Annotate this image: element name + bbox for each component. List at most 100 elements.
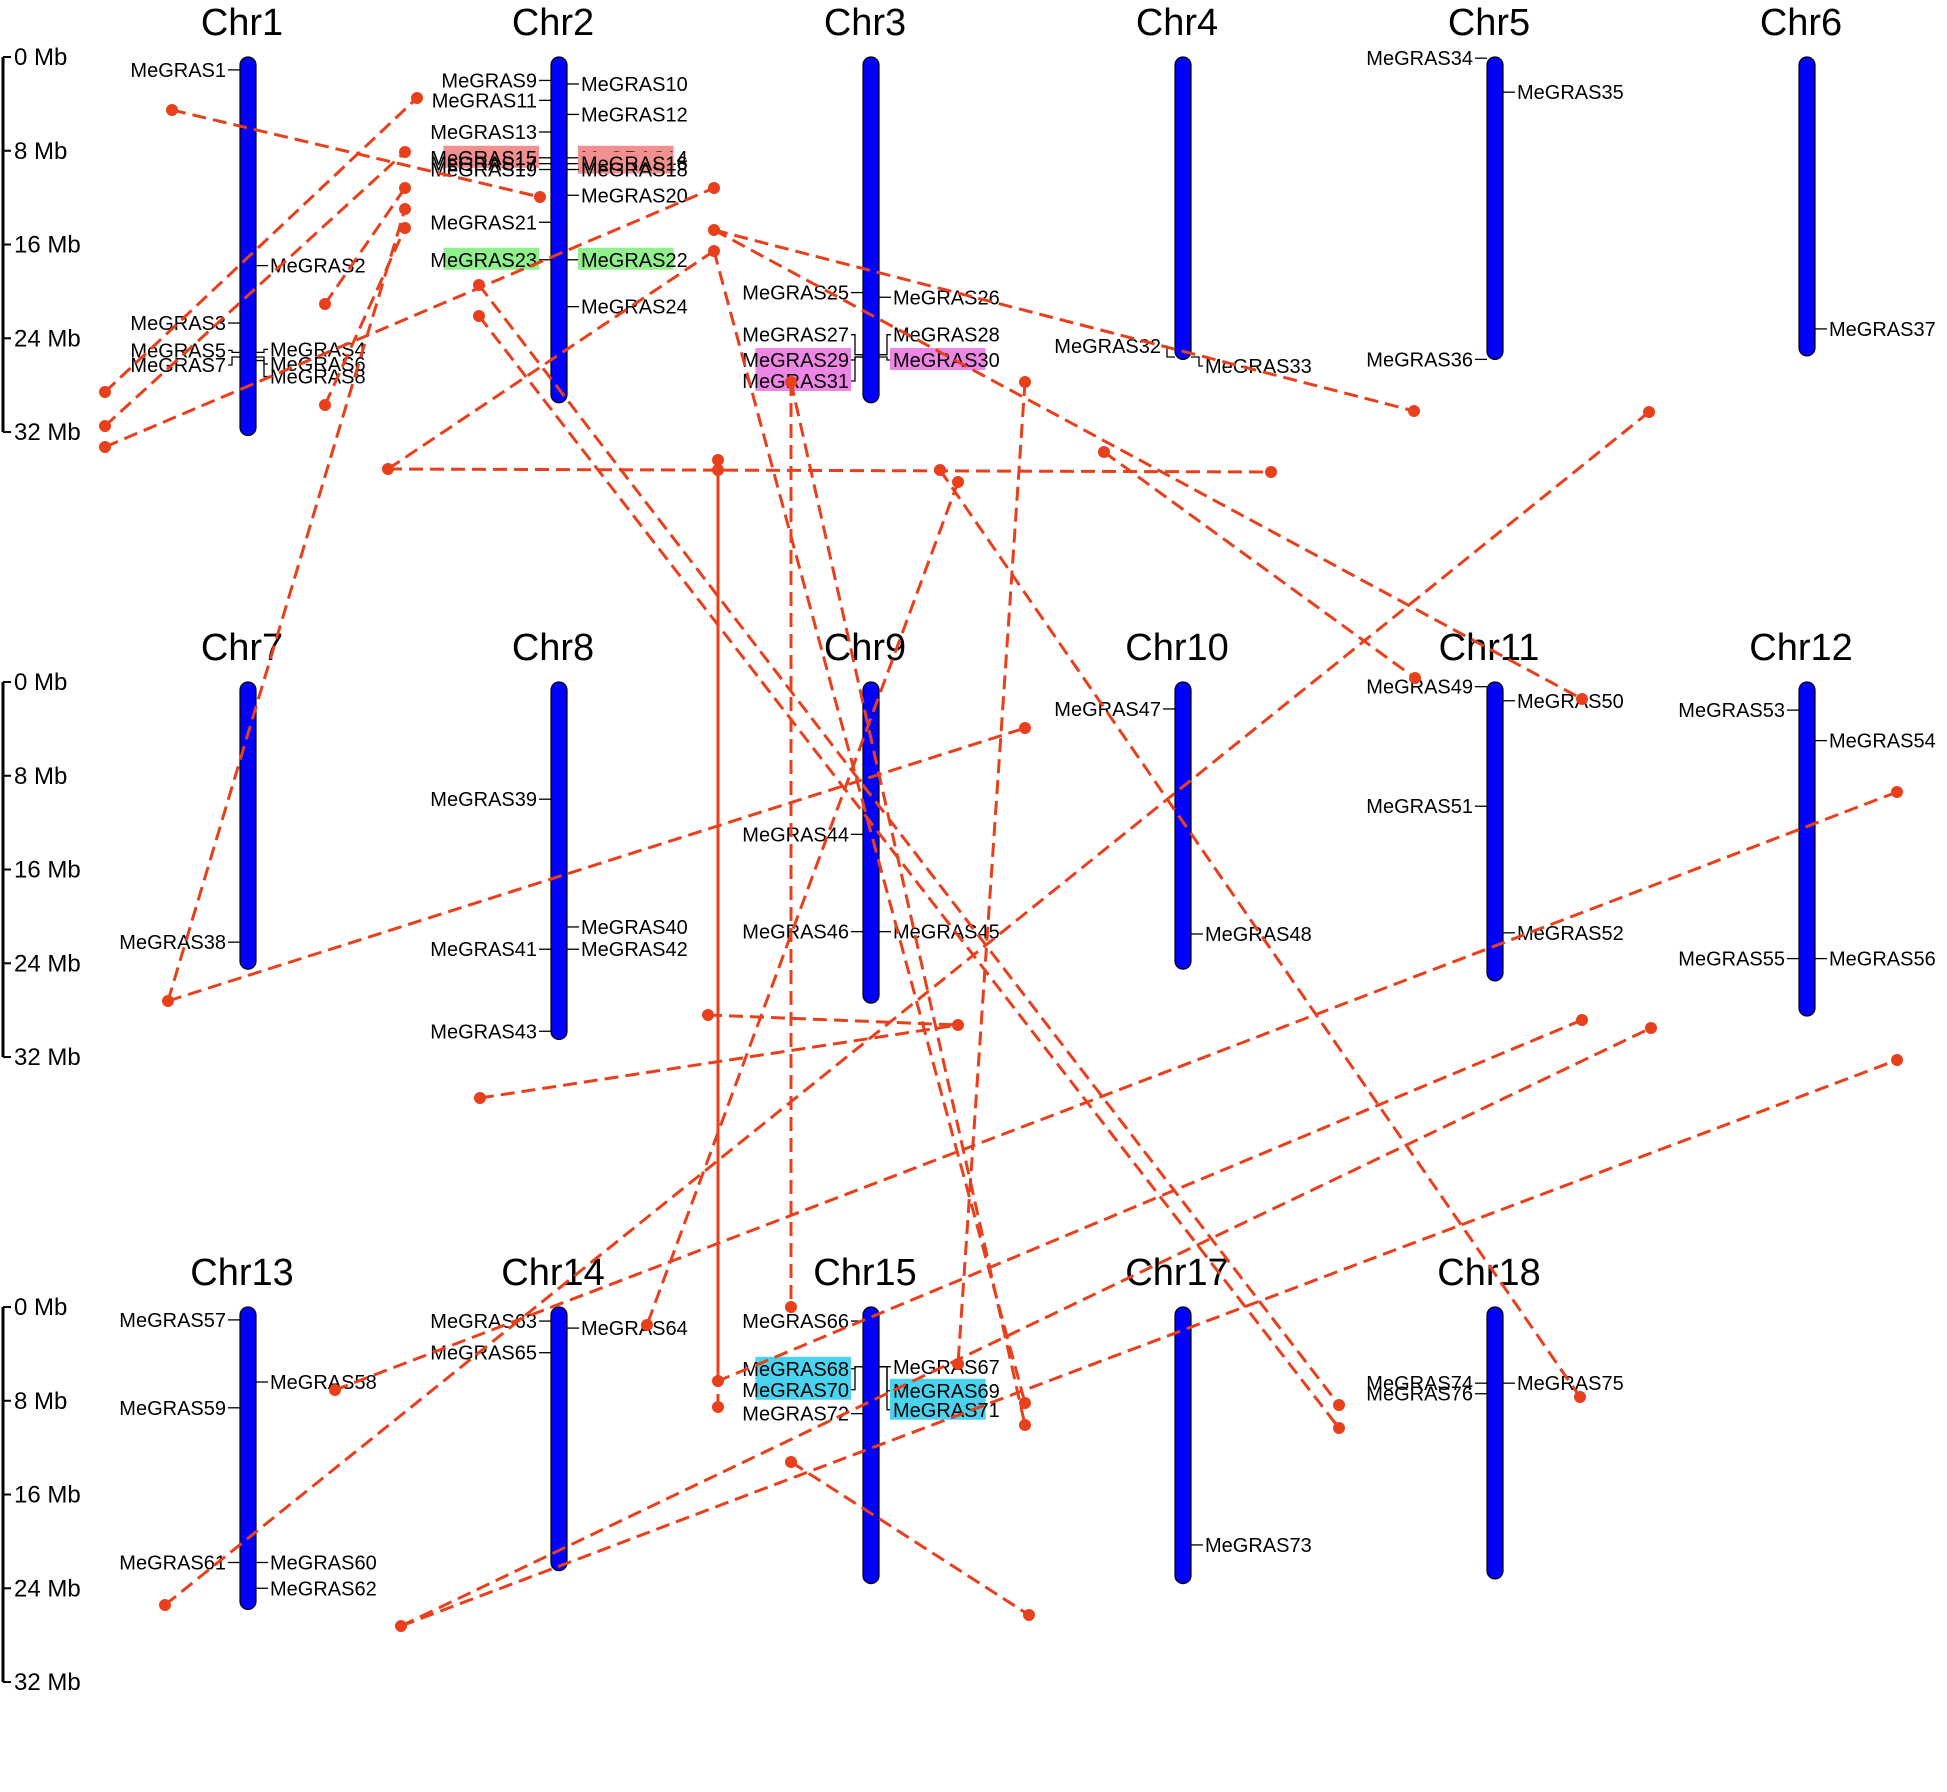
gene-megras2: MeGRAS2 (256, 256, 366, 278)
duplication-link-megras72-megras73 (790, 1460, 1030, 1617)
duplication-dot-megras1 (166, 104, 178, 116)
gene-label: MeGRAS32 (1054, 336, 1161, 358)
duplication-link-megras18-megras50 (713, 228, 1583, 701)
duplication-dot-megras54 (1891, 786, 1903, 798)
duplication-link-megras21-megras74 (477, 284, 1341, 1406)
gene-highlight (578, 247, 674, 270)
chromosome-bar-chr18 (1486, 1306, 1504, 1580)
chromosome-bar-chr1 (239, 56, 257, 437)
gene-label: MeGRAS17 (430, 154, 537, 176)
gene-megras10: MeGRAS10 (567, 74, 688, 96)
gene-label: MeGRAS63 (430, 1311, 537, 1333)
gene-label: MeGRAS40 (581, 917, 688, 939)
gene-label: MeGRAS13 (430, 122, 537, 144)
duplication-dot-megras28 (934, 464, 946, 476)
duplication-dot-megras76 (1333, 1422, 1345, 1434)
gene-label: MeGRAS1 (130, 60, 226, 82)
gene-megras69: MeGRAS69 (879, 1366, 1000, 1403)
gene-megras64: MeGRAS64 (567, 1318, 688, 1340)
chromosome-title: Chr9 (824, 627, 906, 669)
duplication-dot-megras42 (702, 1009, 714, 1021)
gene-megras25: MeGRAS25 (742, 283, 863, 305)
gene-megras33: MeGRAS33 (1191, 356, 1312, 378)
gene-label: MeGRAS29 (742, 350, 849, 372)
gene-megras75: MeGRAS75 (1503, 1373, 1624, 1395)
chromosome-title: Chr17 (1125, 1252, 1229, 1294)
gene-megras65: MeGRAS65 (430, 1343, 551, 1365)
gene-megras11: MeGRAS11 (432, 90, 551, 112)
gene-tick (256, 348, 268, 353)
gene-tick (228, 356, 240, 366)
scale-label: 16 Mb (14, 232, 81, 259)
gene-label: MeGRAS64 (581, 1318, 688, 1340)
gene-label: MeGRAS44 (742, 824, 849, 846)
gene-megras61: MeGRAS61 (119, 1552, 240, 1574)
gene-tick (228, 349, 240, 353)
chromosome-title: Chr15 (813, 1252, 917, 1294)
chromosome-bar-chr14 (550, 1306, 568, 1572)
duplication-dot-megras66 (785, 1301, 797, 1313)
gene-label: MeGRAS42 (581, 939, 688, 961)
duplication-dot-megras17 (399, 203, 411, 215)
gene-label: MeGRAS71 (893, 1400, 1000, 1422)
duplication-dot-megras43 (474, 1092, 486, 1104)
gene-label: MeGRAS68 (742, 1359, 849, 1381)
gene-megras7: MeGRAS7 (130, 355, 240, 377)
gene-label: MeGRAS12 (581, 104, 688, 126)
gene-megras37: MeGRAS37 (1815, 319, 1936, 341)
chromosome-title: Chr1 (201, 2, 283, 44)
duplication-link-megras2-megras15 (323, 187, 407, 305)
gene-megras8: MeGRAS8 (256, 359, 366, 389)
duplication-link-megras26-megras67 (956, 381, 1027, 1365)
gene-megras36: MeGRAS36 (1366, 349, 1487, 371)
duplication-link-megras20-megras69 (712, 250, 1027, 1404)
chromosome-title: Chr18 (1437, 1252, 1541, 1294)
gene-tick (879, 1366, 891, 1411)
chromosome-bar-chr11 (1486, 681, 1504, 982)
gene-label: MeGRAS22 (581, 250, 688, 272)
gene-megras24: MeGRAS24 (567, 297, 688, 319)
gene-label: MeGRAS24 (581, 297, 688, 319)
gene-megras53: MeGRAS53 (1678, 700, 1799, 722)
gene-megras51: MeGRAS51 (1366, 796, 1487, 818)
duplication-dot-megras4 (319, 399, 331, 411)
duplication-dot-megras45 (952, 1019, 964, 1031)
gene-label: MeGRAS69 (893, 1381, 1000, 1403)
chromosome-bar-chr12 (1798, 681, 1816, 1017)
gene-tick (256, 359, 268, 378)
duplication-dot-megras38 (162, 995, 174, 1007)
chromosome-title: Chr12 (1749, 627, 1853, 669)
duplication-dot-megras52 (1576, 1014, 1588, 1026)
gene-tick (851, 334, 863, 356)
gene-megras43: MeGRAS43 (430, 1021, 551, 1043)
chromosome-title: Chr4 (1136, 2, 1218, 44)
gene-label: MeGRAS3 (130, 313, 226, 335)
gene-megras38: MeGRAS38 (119, 932, 240, 954)
gene-megras46: MeGRAS46 (742, 922, 863, 944)
gene-tick (879, 334, 891, 356)
duplication-dot-megras30 (952, 476, 964, 488)
duplication-dot-megras56 (1891, 1054, 1903, 1066)
gene-megras26: MeGRAS26 (879, 287, 1000, 309)
gene-megras39: MeGRAS39 (430, 789, 551, 811)
gene-label: MeGRAS75 (1517, 1373, 1624, 1395)
chromosome-title: Chr7 (201, 627, 283, 669)
gene-megras16: MeGRAS16 (567, 151, 688, 176)
duplication-dot-megras33 (1265, 466, 1277, 478)
gene-megras34: MeGRAS34 (1366, 48, 1487, 70)
scale-label: 24 Mb (14, 950, 81, 977)
gene-label: MeGRAS56 (1829, 949, 1936, 971)
chromosome-title: Chr5 (1448, 2, 1530, 44)
duplication-dot-megras67 (952, 1358, 964, 1370)
duplication-dot-megras49 (1409, 672, 1421, 684)
duplication-dot-megras14 (708, 182, 720, 194)
gene-highlight (755, 1356, 851, 1379)
duplication-dot-megras58 (329, 1384, 341, 1396)
gene-tick (851, 1366, 863, 1391)
gene-label: MeGRAS65 (430, 1343, 537, 1365)
gene-label: MeGRAS18 (581, 160, 688, 182)
gene-highlight (890, 1378, 986, 1401)
